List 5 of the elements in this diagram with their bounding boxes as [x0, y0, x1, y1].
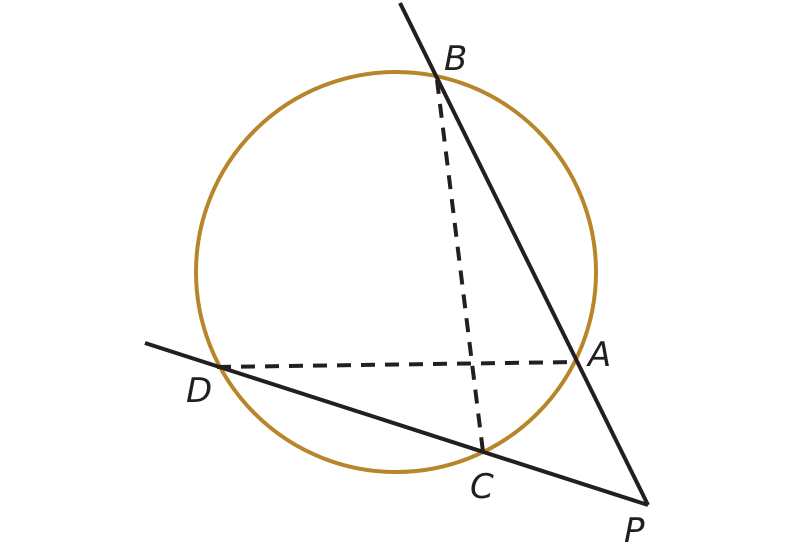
point-label: A	[588, 338, 612, 372]
point-label: B	[444, 42, 468, 76]
point-label: C	[470, 470, 494, 504]
point-label: D	[186, 374, 212, 408]
point-label: P	[624, 514, 645, 548]
